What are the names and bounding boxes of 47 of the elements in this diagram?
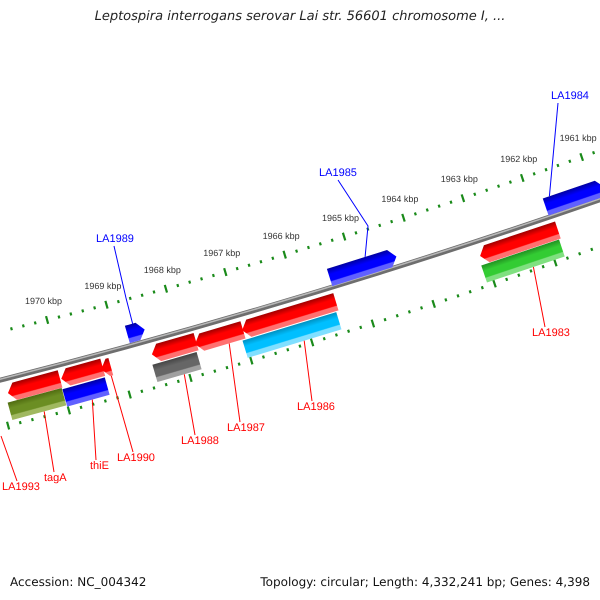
scale-label: 1964 kbp [381, 194, 418, 204]
scale-label: 1963 kbp [440, 174, 478, 184]
leader-line [338, 180, 369, 258]
gene-label: LA1984 [551, 90, 589, 102]
gene-feature [152, 332, 199, 362]
gene-block [152, 352, 202, 382]
gene-feature [195, 321, 246, 351]
gene-feature [8, 370, 62, 400]
gene-label: LA1988 [181, 435, 219, 447]
gene-label: tagA [44, 472, 67, 484]
footer-text: Topology: circular; Length: 4,332,241 bp; Genes: 4,398 [260, 575, 590, 589]
scale-label: 1969 kbp [84, 280, 122, 291]
leader-line [92, 399, 96, 460]
gene-block [62, 377, 110, 407]
gene-feature [242, 293, 338, 337]
gene-label: LA1985 [319, 167, 357, 179]
gene-feature [101, 358, 114, 376]
scale-label: 1961 kbp [560, 133, 597, 144]
leader-line [228, 342, 240, 422]
leader-line [304, 340, 312, 402]
scale-label: 1965 kbp [322, 212, 360, 223]
gene-feature [542, 180, 600, 216]
leader-line [110, 375, 134, 452]
leader-line [548, 102, 558, 197]
gene-feature [326, 250, 396, 286]
scale-label: 1967 kbp [203, 248, 240, 258]
leader-line [0, 436, 18, 482]
gene-block [8, 388, 66, 420]
gene-block [481, 239, 565, 283]
gene-label: LA1993 [2, 481, 40, 493]
scale-label: 1970 kbp [25, 296, 62, 306]
scale-label: 1962 kbp [500, 154, 538, 164]
gene-label: LA1987 [227, 422, 265, 434]
gene-label: LA1986 [297, 401, 335, 413]
gene-feature [124, 322, 145, 344]
scale-label: 1968 kbp [144, 264, 181, 275]
gene-label: LA1989 [96, 233, 134, 245]
title: Leptospira interrogans serovar Lai str. 56601 chromosome I, ... [94, 9, 506, 24]
leader-line [44, 410, 54, 472]
gene-label: LA1983 [532, 327, 570, 339]
footer-text: Accession: NC_004342 [10, 575, 146, 589]
leader-line [114, 246, 134, 324]
gene-label: LA1990 [117, 452, 155, 464]
gene-label: thiE [90, 460, 109, 472]
scale-label: 1966 kbp [262, 230, 300, 241]
leader-line [532, 266, 546, 328]
gene-feature [480, 221, 561, 262]
